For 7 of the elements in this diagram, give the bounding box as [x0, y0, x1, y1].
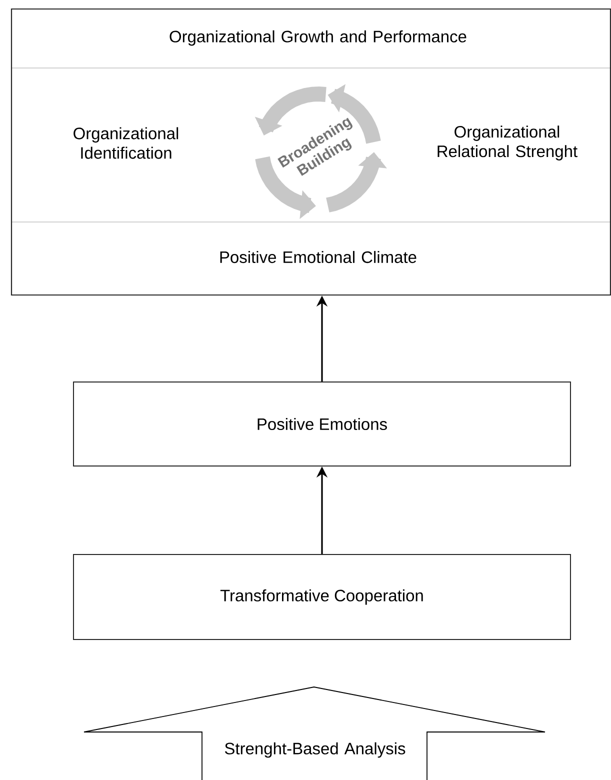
framework-box	[10, 8, 611, 296]
band-text: Organizational Identification	[74, 127, 178, 159]
band-text: Organizational Growth and Performance	[170, 30, 466, 46]
process-box: Transformative Cooperation	[73, 554, 571, 640]
band-text: Organizational Relational Strenght	[438, 126, 578, 160]
process-box: Positive Emotions	[73, 382, 571, 466]
band-text: Positive Emotional Climate	[220, 250, 416, 264]
